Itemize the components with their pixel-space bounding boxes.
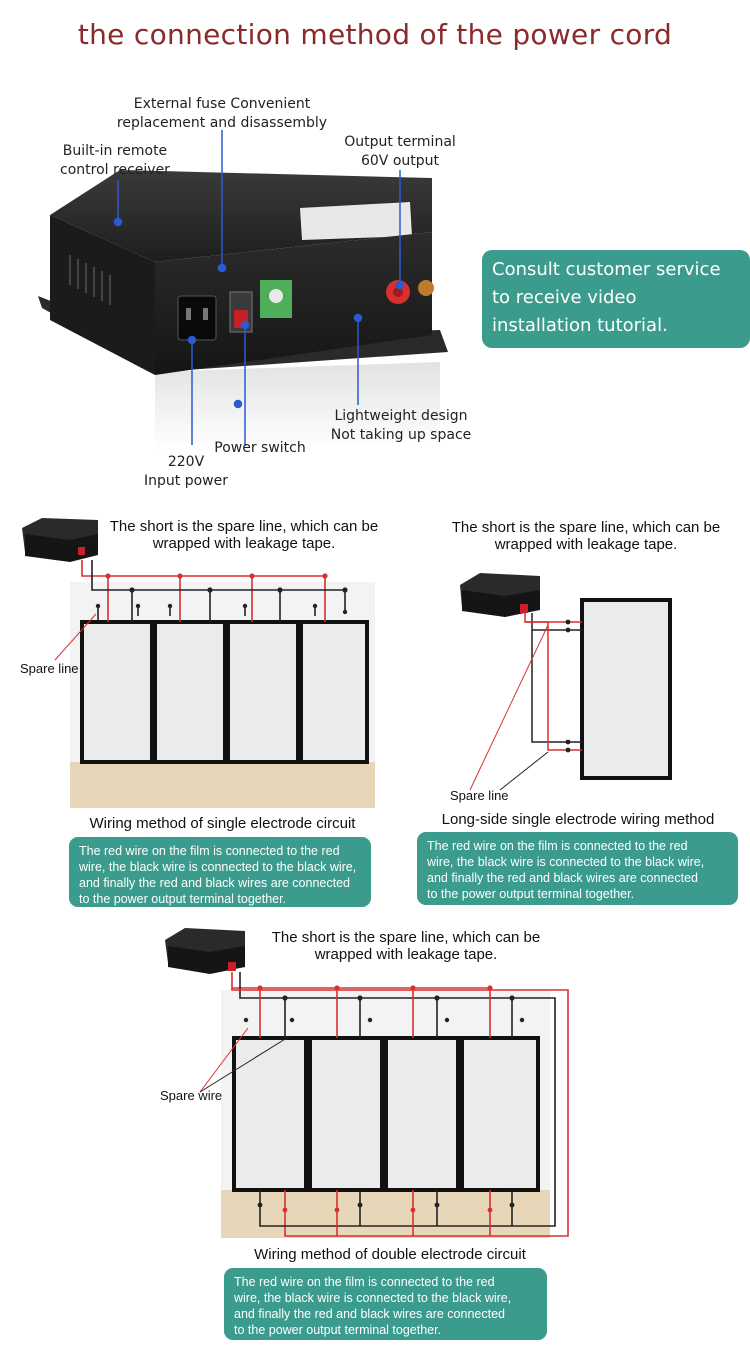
d3-floor xyxy=(221,1190,550,1238)
d2-panel xyxy=(580,598,672,780)
d1-panels xyxy=(80,620,369,764)
d1-spare-label: Spare line xyxy=(20,661,79,676)
d2-controller xyxy=(460,573,540,617)
d2-spare-label: Spare line xyxy=(450,788,509,803)
switch-label: Power switch xyxy=(214,440,306,456)
d1-controller xyxy=(22,518,98,562)
d3-controller xyxy=(165,928,245,974)
d1-description: The red wire on the film is connected to… xyxy=(69,837,371,907)
d1-floor xyxy=(70,762,375,808)
d3-description: The red wire on the film is connected to… xyxy=(224,1268,547,1340)
d3-panels xyxy=(232,1036,540,1192)
d2-note: The short is the spare line, which can b… xyxy=(451,519,721,553)
d1-caption: Wiring method of single electrode circui… xyxy=(89,815,356,832)
d1-note: The short is the spare line, which can b… xyxy=(109,518,379,552)
d3-note: The short is the spare line, which can b… xyxy=(271,929,541,963)
controller-illustration xyxy=(38,130,448,450)
d2-description: The red wire on the film is connected to… xyxy=(417,832,738,905)
consult-box: Consult customer service to receive vide… xyxy=(482,250,750,348)
d2-caption: Long-side single electrode wiring method xyxy=(441,811,715,828)
d3-spare-label: Spare wire xyxy=(160,1088,223,1103)
d3-caption: Wiring method of double electrode circui… xyxy=(254,1246,526,1263)
page-title: the connection method of the power cord xyxy=(77,18,673,51)
spec-label xyxy=(300,202,412,240)
power-socket xyxy=(177,295,217,341)
